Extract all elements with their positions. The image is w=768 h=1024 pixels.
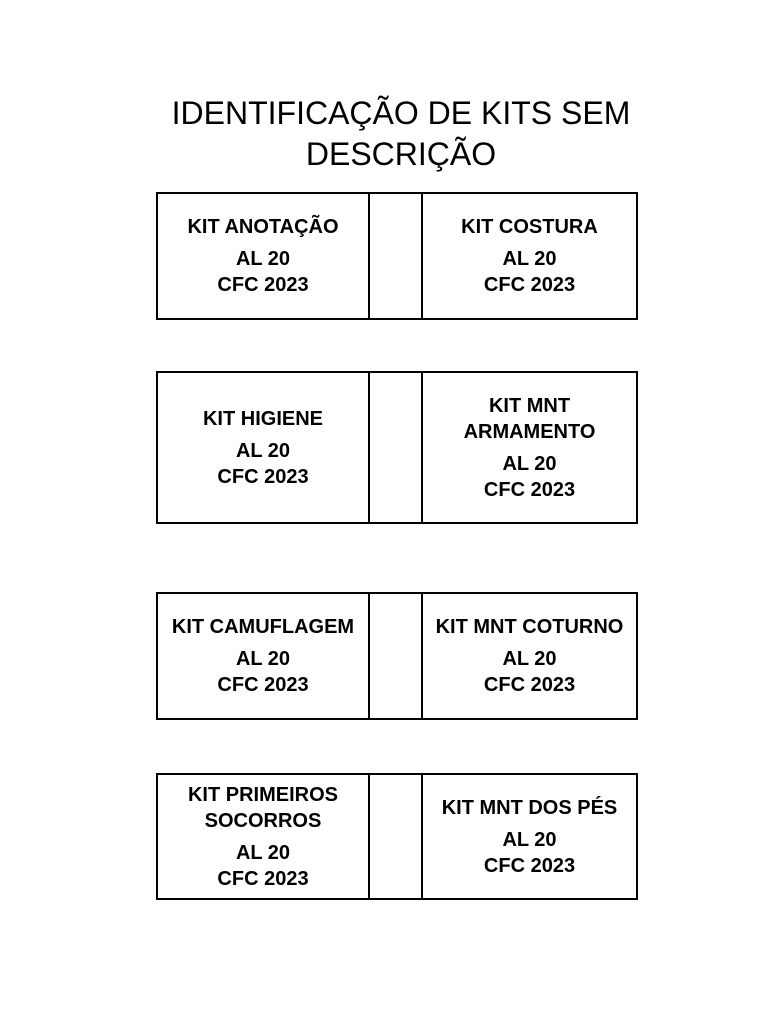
kit-course: CFC 2023 (483, 674, 576, 696)
kit-name: KIT COSTURA (461, 214, 598, 240)
kit-class: AL 20 (235, 439, 291, 462)
kit-label-spacer (370, 594, 423, 718)
kit-name-line-1: KIT HIGIENE (202, 407, 323, 430)
kit-course: CFC 2023 (483, 274, 576, 296)
kit-name: KIT MNT ARMAMENTO (464, 393, 596, 445)
kit-class: AL 20 (235, 648, 291, 670)
kit-label-left: KIT CAMUFLAGEM AL 20 CFC 2023 (158, 594, 370, 718)
kit-name-line-1: KIT COSTURA (461, 216, 598, 238)
kit-name-line-1: KIT MNT (488, 394, 571, 417)
kit-class: AL 20 (502, 452, 557, 475)
kit-name-line-1: KIT MNT COTURNO (435, 616, 624, 638)
page-title-line-2: DESCRIÇÃO (305, 136, 497, 172)
kit-name: KIT MNT COTURNO (436, 614, 624, 640)
kit-course: CFC 2023 (483, 854, 576, 877)
kit-name-line-1: KIT MNT DOS PÉS (441, 796, 618, 819)
kit-label-right: KIT MNT DOS PÉS AL 20 CFC 2023 (423, 775, 636, 898)
kit-label-left: KIT ANOTAÇÃO AL 20 CFC 2023 (158, 194, 370, 318)
kit-label-table-2: KIT HIGIENE AL 20 CFC 2023 KIT MNT ARMAM… (156, 371, 638, 524)
kit-label-left: KIT PRIMEIROS SOCORROS AL 20 CFC 2023 (158, 775, 370, 898)
kit-label-left: KIT HIGIENE AL 20 CFC 2023 (158, 373, 370, 522)
kit-name: KIT CAMUFLAGEM (172, 614, 354, 640)
kit-label-right: KIT COSTURA AL 20 CFC 2023 (423, 194, 636, 318)
kit-name-line-1: KIT ANOTAÇÃO (187, 216, 339, 238)
kit-label-table-4: KIT PRIMEIROS SOCORROS AL 20 CFC 2023 KI… (156, 773, 638, 900)
kit-class: AL 20 (502, 828, 557, 851)
kit-class: AL 20 (235, 248, 291, 270)
kit-name-line-2: ARMAMENTO (463, 420, 596, 443)
kit-class: AL 20 (502, 248, 557, 270)
page-title-line-1: IDENTIFICAÇÃO DE KITS SEM (171, 95, 631, 131)
kit-name: KIT PRIMEIROS SOCORROS (188, 782, 338, 834)
kit-label-spacer (370, 194, 423, 318)
kit-course: CFC 2023 (483, 478, 576, 501)
kit-label-right: KIT MNT COTURNO AL 20 CFC 2023 (423, 594, 636, 718)
kit-label-right: KIT MNT ARMAMENTO AL 20 CFC 2023 (423, 373, 636, 522)
kit-name-line-1: KIT PRIMEIROS (187, 783, 338, 806)
kit-name-line-1: KIT CAMUFLAGEM (171, 616, 355, 638)
kit-label-spacer (370, 775, 423, 898)
kit-name: KIT HIGIENE (203, 406, 323, 432)
page-title: IDENTIFICAÇÃO DE KITS SEM DESCRIÇÃO (0, 93, 768, 175)
kit-course: CFC 2023 (217, 867, 309, 890)
kit-name: KIT MNT DOS PÉS (442, 795, 618, 821)
kit-class: AL 20 (502, 648, 557, 670)
kit-course: CFC 2023 (217, 274, 309, 296)
kit-course: CFC 2023 (217, 465, 309, 488)
kit-label-table-3: KIT CAMUFLAGEM AL 20 CFC 2023 KIT MNT CO… (156, 592, 638, 720)
kit-course: CFC 2023 (217, 674, 309, 696)
kit-label-spacer (370, 373, 423, 522)
kit-class: AL 20 (235, 841, 291, 864)
kit-name-line-2: SOCORROS (204, 809, 322, 832)
kit-label-table-1: KIT ANOTAÇÃO AL 20 CFC 2023 KIT COSTURA … (156, 192, 638, 320)
kit-name: KIT ANOTAÇÃO (187, 214, 338, 240)
